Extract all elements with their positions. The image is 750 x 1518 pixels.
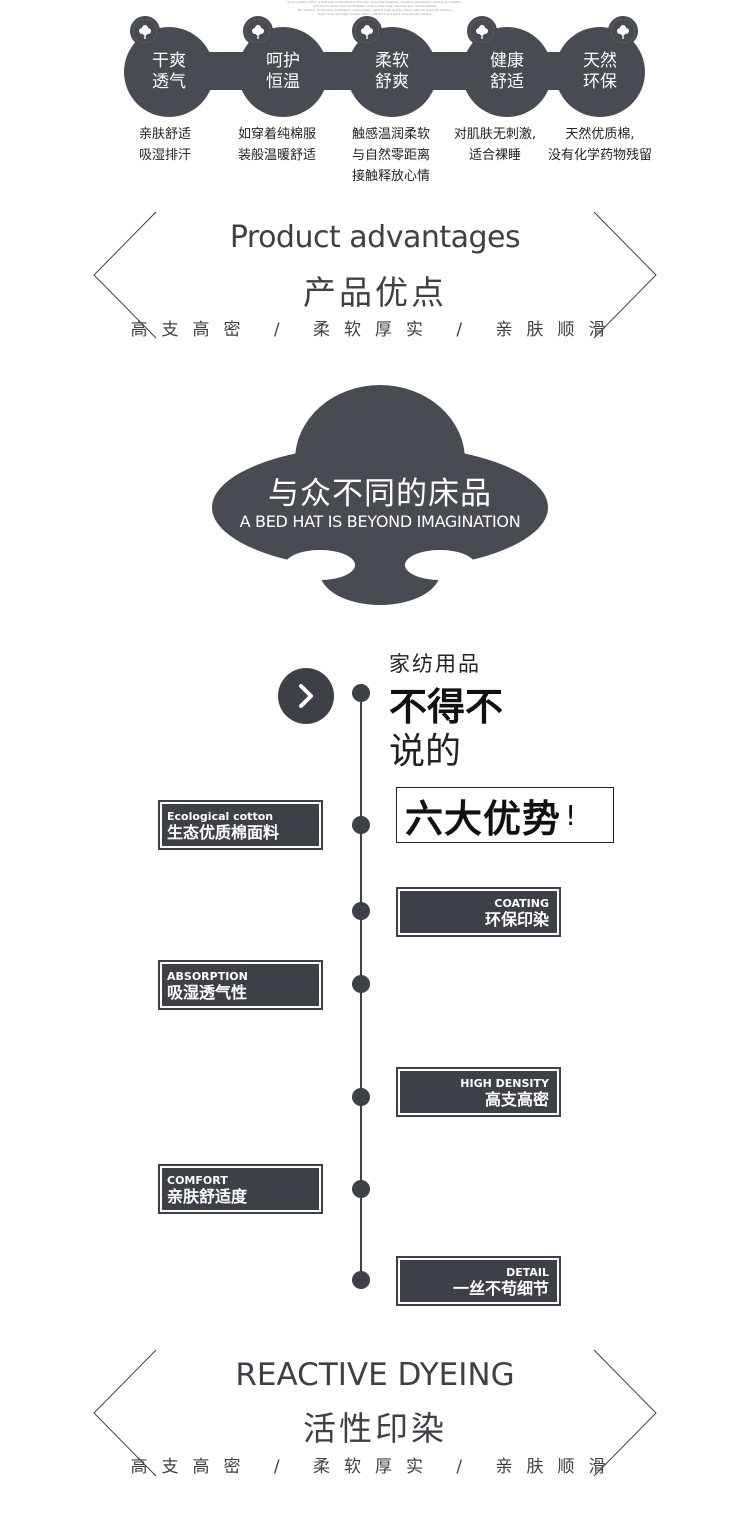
feature-description: 如穿着纯棉服装般温暖舒适 (237, 127, 316, 163)
cotton-badge (467, 16, 497, 46)
six-advantages-exclaim: ! (565, 798, 577, 832)
arrow-button[interactable] (278, 668, 334, 724)
advantages-title-en: Product advantages (229, 220, 521, 255)
timeline-dot (352, 1271, 370, 1289)
advantage-box-detail: DETAIL 一丝不苟细节 (398, 1258, 559, 1304)
feature-chain: 干爽透气 呵护恒温 柔软舒爽 健康舒适 天然环保 (0, 0, 750, 190)
advantage-box-coating: COATING 环保印染 (398, 889, 559, 935)
timeline-title-line1: 不得不 (389, 685, 504, 729)
timeline-dot (352, 684, 370, 702)
advantage-box-high-density: HIGH DENSITY 高支高密 (398, 1069, 559, 1115)
cotton-badge (243, 16, 273, 46)
fine-print: Good quality cotton is soft and comforta… (287, 0, 463, 16)
cloud-title-en: A BED HAT IS BEYOND IMAGINATION (239, 512, 521, 531)
timeline-dot (352, 1088, 370, 1106)
timeline-dot (352, 1180, 370, 1198)
cotton-flower-icon (355, 19, 379, 43)
feature-label: 柔软舒爽 (375, 51, 409, 92)
advantages-subtitle: 高支高密 / 柔软厚实 / 亲肤顺滑 (130, 320, 620, 340)
cotton-flower-icon (133, 19, 157, 43)
advantages-title-cn: 产品优点 (303, 273, 447, 312)
cloud-title-cn: 与众不同的床品 (268, 476, 492, 512)
advantage-box-ecological-cotton: Ecological cotton 生态优质棉面料 (160, 802, 321, 848)
feature-description: 触感温润柔软与自然零距离接触释放心情 (351, 127, 430, 184)
reactive-title-en: REACTIVE DYEING (235, 1357, 515, 1393)
timeline-dot (352, 902, 370, 920)
cotton-flower-icon (246, 19, 270, 43)
advantage-box-comfort: COMFORT 亲肤舒适度 (160, 1166, 321, 1212)
feature-description: 亲肤舒适吸湿排汗 (138, 127, 191, 163)
cotton-badge (352, 16, 382, 46)
left-chevron-decoration (93, 211, 157, 339)
cloud-banner: 与众不同的床品 A BED HAT IS BEYOND IMAGINATION (210, 385, 550, 610)
advantage-box-absorption: ABSORPTION 吸湿透气性 (160, 962, 321, 1008)
cotton-flower-icon (611, 19, 635, 43)
six-advantages-text: 六大优势 (405, 796, 562, 841)
right-chevron-decoration (593, 1349, 657, 1477)
reactive-subtitle: 高支高密 / 柔软厚实 / 亲肤顺滑 (130, 1457, 620, 1477)
feature-description: 对肌肤无刺激,适合裸睡 (453, 127, 537, 163)
reactive-title-cn: 活性印染 (303, 1409, 447, 1448)
right-chevron-decoration (593, 211, 657, 339)
timeline-dot (352, 975, 370, 993)
feature-label: 干爽透气 (152, 51, 186, 92)
cloud-cutout (285, 550, 355, 580)
feature-label: 呵护恒温 (266, 51, 300, 92)
timeline-title-line2: 说的 (389, 731, 462, 772)
feature-label: 健康舒适 (490, 51, 524, 92)
cotton-flower-icon (470, 19, 494, 43)
feature-description: 天然优质棉,没有化学药物残留 (547, 127, 652, 163)
cotton-badge (130, 16, 160, 46)
six-advantages-box: 六大优势 ! (396, 787, 614, 843)
left-chevron-decoration (93, 1349, 157, 1477)
timeline-dot (352, 816, 370, 834)
feature-label: 天然环保 (583, 51, 617, 92)
chevron-right-icon (299, 684, 313, 708)
cotton-badge (608, 16, 638, 46)
cloud-cutout (405, 550, 475, 580)
timeline-kicker: 家纺用品 (389, 652, 481, 676)
